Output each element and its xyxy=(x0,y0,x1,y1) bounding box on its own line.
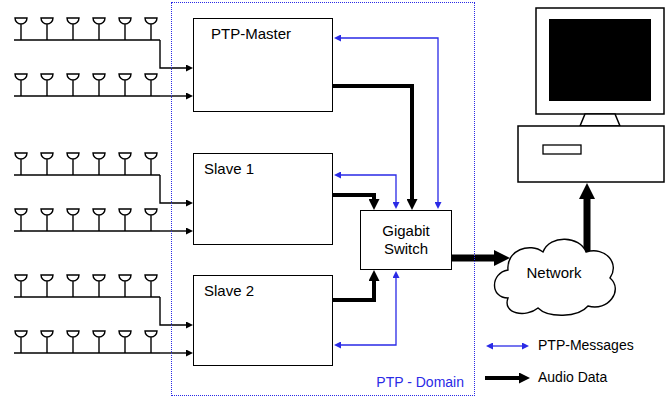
device-box: Slave 1 xyxy=(193,153,333,245)
node-label: PTP-Master xyxy=(211,25,324,43)
audio-connector xyxy=(333,281,374,300)
device-box: PTP-Master xyxy=(193,18,333,112)
legend-sample xyxy=(493,345,522,346)
ptp-connector xyxy=(341,38,438,202)
microphone-group xyxy=(14,153,186,231)
node-label: Slave 1 xyxy=(204,160,324,178)
computer-icon xyxy=(518,8,664,182)
network-cloud: Network xyxy=(488,228,620,316)
ptp-connector xyxy=(341,175,396,202)
legend-label: Audio Data xyxy=(538,369,607,386)
switch-box: Gigabit Switch xyxy=(360,210,452,270)
audio-connector xyxy=(452,255,494,262)
legend-sample xyxy=(485,376,519,380)
node-label: Network xyxy=(526,264,581,281)
region-label: PTP - Domain xyxy=(376,374,464,390)
audio-connector xyxy=(333,86,412,199)
domain-region: PTP - Domain PTP-MasterSlave 1 Slave 2 Giga… xyxy=(171,2,475,396)
device-box: Slave 2 xyxy=(193,275,333,366)
microphone-group xyxy=(14,18,186,96)
node-label: Slave 2 xyxy=(204,282,324,300)
node-label: Gigabit Switch xyxy=(369,222,443,258)
microphone-group xyxy=(14,275,186,353)
ptp-connector xyxy=(341,278,396,345)
audio-connector xyxy=(333,195,374,199)
legend-label: PTP-Messages xyxy=(538,337,634,354)
